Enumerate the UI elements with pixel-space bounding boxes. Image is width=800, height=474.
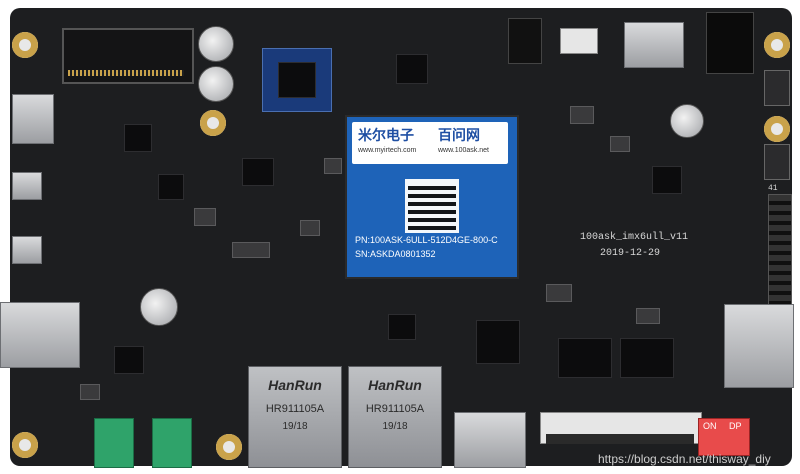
pcb-board: 米尔电子 百问网 www.myirtech.com www.100ask.net… [0, 8, 794, 468]
eth-brand: HanRun [368, 377, 422, 393]
ic-chip [114, 346, 144, 374]
dip-label-dp: DP [729, 421, 742, 431]
eth-date: 19/18 [282, 421, 308, 432]
ic-chip [476, 320, 520, 364]
ddr-chip [558, 338, 612, 378]
ic-chip [124, 124, 152, 152]
mounting-hole [200, 110, 226, 136]
eth-model: HR911105A [265, 403, 325, 415]
smd-component [300, 220, 320, 236]
ic-chip [388, 314, 416, 340]
power-switch [624, 22, 684, 68]
audio-jack [508, 18, 542, 64]
capacitor [140, 288, 178, 326]
ic-chip [158, 174, 184, 200]
mounting-hole [12, 432, 38, 458]
hdmi-port [454, 412, 526, 468]
dc-power-jack [706, 12, 754, 74]
smd-component [610, 136, 630, 152]
smd-component [570, 106, 594, 124]
pin-header [768, 194, 792, 306]
ethernet-jack-1: HanRun HR911105A 19/18 [248, 366, 342, 468]
smd-component [546, 284, 572, 302]
site-1: www.myirtech.com [358, 147, 417, 154]
eth-brand: HanRun [268, 377, 322, 393]
usb-a-port [0, 302, 80, 368]
micro-usb-port [12, 236, 42, 264]
smd-component [80, 384, 100, 400]
smd-component [636, 308, 660, 324]
ddr-chip [620, 338, 674, 378]
smd-component [324, 158, 342, 174]
ic-chip [652, 166, 682, 194]
smd-component [194, 208, 216, 226]
button [764, 70, 790, 106]
capacitor [198, 26, 234, 62]
soc-sn: SN:ASKDA0801352 [355, 249, 436, 259]
button [764, 144, 790, 180]
mounting-hole [12, 32, 38, 58]
brand-cn: 米尔电子 [358, 127, 414, 143]
header-number: 41 [768, 184, 778, 193]
dip-switch: ON DP [698, 418, 750, 456]
micro-usb-port [12, 172, 42, 200]
soc-label: 米尔电子 百问网 www.myirtech.com www.100ask.net [352, 122, 508, 164]
board-date: 2019-12-29 [600, 248, 661, 259]
sim-card-slot [12, 94, 54, 144]
fpc-latch [546, 434, 694, 444]
ic-chip [396, 54, 428, 84]
terminal-block [152, 418, 192, 468]
ethernet-jack-2: HanRun HR911105A 19/18 [348, 366, 442, 468]
eth-model: HR911105A [365, 403, 425, 415]
terminal-block [94, 418, 134, 468]
dip-label-on: ON [703, 421, 717, 431]
capacitor [670, 104, 704, 138]
brand-cn-2: 百问网 [438, 127, 480, 143]
sd-card-slot [724, 304, 794, 388]
m2-slot-pins [68, 70, 184, 76]
mounting-hole [764, 32, 790, 58]
wifi-bt-chip [278, 62, 316, 98]
capacitor [198, 66, 234, 102]
qr-code [405, 179, 459, 233]
mounting-hole [216, 434, 242, 460]
board-name: 100ask_imx6ull_v11 [580, 232, 689, 243]
soc-pn: PN:100ASK-6ULL-512D4GE-800-C [355, 235, 498, 245]
site-2: www.100ask.net [438, 147, 489, 154]
usb-header [560, 28, 598, 54]
eth-date: 19/18 [382, 421, 408, 432]
watermark: https://blog.csdn.net/thisway_diy [598, 452, 771, 466]
soc-module: 米尔电子 百问网 www.myirtech.com www.100ask.net… [345, 115, 519, 279]
ic-chip [242, 158, 274, 186]
smd-component [232, 242, 270, 258]
mounting-hole [764, 116, 790, 142]
